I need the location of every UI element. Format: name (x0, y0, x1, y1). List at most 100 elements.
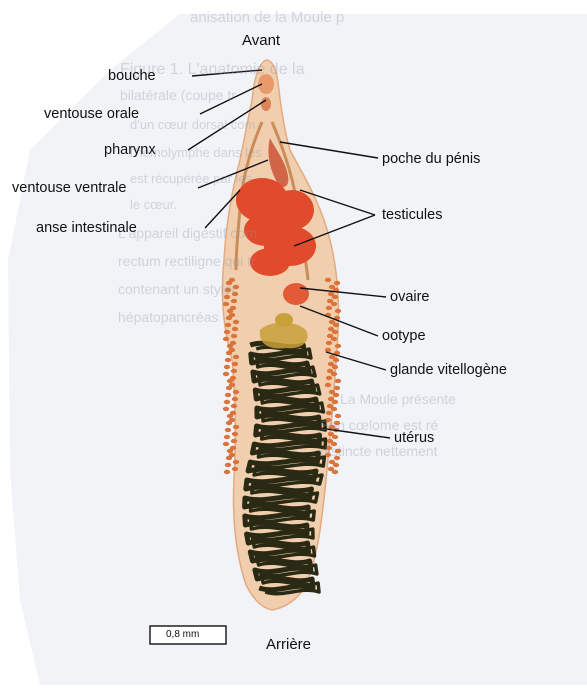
vitelline-follicle (330, 336, 338, 342)
vitelline-follicle (225, 455, 233, 461)
vitelline-follicle (324, 347, 332, 353)
label-arriere: Arrière (266, 636, 312, 653)
background-print-line: La Moule présente (340, 391, 456, 407)
vitelline-follicle (328, 319, 336, 325)
vitelline-follicle (328, 459, 336, 465)
leader-uterus (319, 427, 391, 439)
uterus-loop (242, 340, 322, 593)
vitelline-follicle (334, 378, 342, 384)
vitelline-follicle (332, 462, 340, 468)
vitelline-follicle (225, 350, 233, 356)
vitelline-follicle (332, 357, 340, 363)
label-testicules: testicules (382, 207, 443, 223)
vitelline-follicle (326, 438, 334, 444)
vitelline-follicle (232, 354, 240, 360)
vitelline-follicle (231, 326, 239, 332)
vitelline-follicle (330, 441, 338, 447)
vitelline-follicle (222, 406, 230, 412)
background-print-line: rectum rectiligne qui tr (118, 253, 256, 269)
vitelline-follicle (232, 389, 240, 395)
vitelline-follicle (230, 333, 238, 339)
leader-ootype (299, 305, 379, 337)
background-print-line: Son cœlome est ré (320, 417, 439, 433)
ovary-shape (283, 283, 309, 305)
leader-glande-vitellogene (325, 351, 387, 371)
vitelline-follicle (326, 368, 334, 374)
vitelline-follicle (226, 308, 234, 314)
vitelline-follicle (224, 427, 232, 433)
vitelline-follicle (333, 420, 341, 426)
vitelline-follicle (232, 284, 240, 290)
uterus-loop (248, 345, 328, 596)
vitelline-follicle (231, 431, 239, 437)
vitelline-follicle (334, 343, 342, 349)
vitelline-follicle (331, 329, 339, 335)
background-print-line: d'un cœur dorsal com (130, 117, 256, 132)
mehlis-gland (259, 322, 308, 349)
vitelline-follicle (333, 385, 341, 391)
vitelline-follicle (232, 459, 240, 465)
vitelline-follicle (325, 375, 333, 381)
vitelline-follicle (224, 287, 232, 293)
vitelline-follicle (224, 322, 232, 328)
leader-ventouse-ventrale (197, 159, 269, 189)
label-glande-vitellogene: glande vitellogène (390, 362, 507, 378)
vitelline-follicle (326, 333, 334, 339)
vitelline-follicle (328, 424, 336, 430)
pharynx-shape (261, 97, 271, 111)
vitelline-follicle (327, 431, 335, 437)
background-print-line: le cœur. (130, 197, 177, 212)
vitelline-follicle (223, 329, 231, 335)
vitelline-follicle (226, 413, 234, 419)
vitelline-follicle (230, 298, 238, 304)
background-print-line: distincte nettement (320, 443, 438, 459)
background-print-line: bilatérale (coupe tr (120, 87, 236, 103)
scale-bar-label: 0,8 mm (166, 629, 200, 640)
vitelline-follicle (232, 319, 240, 325)
vitelline-follicle (334, 308, 342, 314)
vitelline-follicle (223, 364, 231, 370)
background-print-line: hépatopancréas (118, 309, 219, 325)
oral-sucker (258, 74, 274, 94)
label-ventouse-orale: ventouse orale (44, 106, 140, 122)
vitelline-follicle (331, 434, 339, 440)
vitelline-follicle (328, 389, 336, 395)
vitelline-follicle (231, 361, 239, 367)
vitelline-follicle (224, 462, 232, 468)
vitelline-follicle (230, 368, 238, 374)
label-bouche: bouche (108, 68, 156, 84)
background-print-line: anisation de la Moule p (190, 9, 345, 26)
label-ootype: ootype (382, 328, 426, 344)
vitelline-follicle (334, 448, 342, 454)
leader-anse-intestinale (204, 189, 241, 229)
scale-bar-box (149, 625, 227, 645)
vitelline-follicle (230, 438, 238, 444)
cirrus-pouch (268, 138, 289, 187)
leader-ovaire (299, 287, 387, 298)
leader-poche-du-penis (279, 141, 379, 159)
vitelline-follicle (223, 399, 231, 405)
vitelline-follicle (325, 445, 333, 451)
vitelline-follicle (224, 392, 232, 398)
vitelline-follicle (325, 340, 333, 346)
vitelline-follicle (324, 277, 332, 283)
vitelline-follicle (330, 371, 338, 377)
vitelline-follicle (223, 434, 231, 440)
background-print-line: L'appareil digestif com (118, 225, 257, 241)
testes (236, 178, 316, 276)
vitelline-follicle (225, 280, 233, 286)
vitelline-follicle (225, 385, 233, 391)
vitelline-follicle (225, 420, 233, 426)
vitelline-follicle (327, 466, 335, 472)
vitelline-follicle (324, 382, 332, 388)
vitelline-follicle (231, 396, 239, 402)
vitelline-follicle (333, 280, 341, 286)
vitelline-follicle (224, 357, 232, 363)
vitelline-follicle (332, 322, 340, 328)
vitelline-follicle (226, 378, 234, 384)
label-ventouse-ventrale: ventouse ventrale (12, 180, 127, 196)
label-pharynx: pharynx (104, 142, 156, 158)
vitelline-follicle (230, 403, 238, 409)
